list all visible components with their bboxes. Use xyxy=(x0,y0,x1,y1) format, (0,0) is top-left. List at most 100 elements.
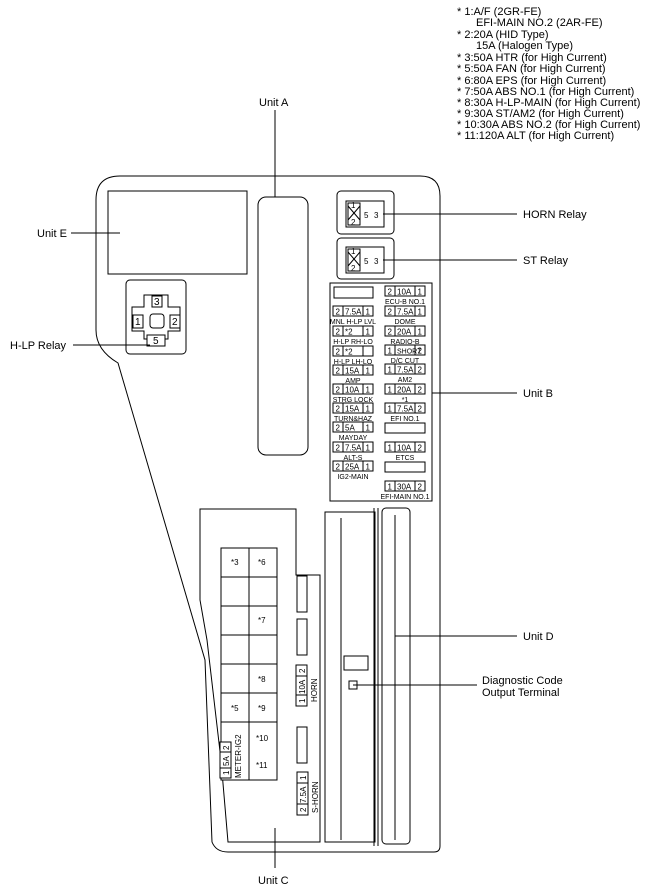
pin-number: 2 xyxy=(336,328,341,337)
pin-number: 1 xyxy=(418,308,423,317)
pin-cell xyxy=(414,402,426,414)
fuse-amp: 7.5A xyxy=(397,405,414,414)
horn-relay-coil xyxy=(347,202,361,226)
fuse-label: EFI NO.1 xyxy=(390,416,419,423)
pin-cell xyxy=(414,363,426,375)
fuse-amp: 5A xyxy=(345,424,355,433)
pin-cell xyxy=(414,285,426,297)
fuse-label: AM2 xyxy=(398,377,413,384)
pin-cell xyxy=(296,771,309,784)
fuse-slot xyxy=(296,618,308,656)
hlp-pin-2 xyxy=(169,314,181,329)
fuse-label: ETCS xyxy=(396,455,415,462)
fuse-label: TURN&HAZ xyxy=(334,416,373,423)
pin-number: 1 xyxy=(351,201,356,210)
hlp-pin-1 xyxy=(132,314,144,329)
fuse-amp: *2 xyxy=(345,348,353,357)
fuse-label: HORN xyxy=(310,678,319,702)
legend-line: * 10:30A ABS NO.2 (for High Current) xyxy=(457,119,640,131)
pin-cell xyxy=(414,344,426,356)
empty-fuse-slot xyxy=(384,422,426,434)
fuse-label: D/C CUT xyxy=(391,358,420,365)
fuse-amp: 10A xyxy=(345,386,360,395)
legend-line: * 2:20A (HID Type) xyxy=(457,29,549,41)
pin-number: 1 xyxy=(418,288,423,297)
empty-fuse-slot xyxy=(384,461,426,473)
pin-cell xyxy=(414,441,426,453)
pin-cell xyxy=(362,305,374,317)
unit-d-right-block xyxy=(381,507,411,845)
fuse-slot xyxy=(296,575,308,613)
pin-number: 3 xyxy=(374,211,379,220)
legend-line: * 8:30A H-LP-MAIN (for High Current) xyxy=(457,97,640,109)
leader-lines xyxy=(71,110,517,868)
legend-line: EFI-MAIN NO.2 (2AR-FE) xyxy=(476,17,603,29)
legend-line: * 1:A/F (2GR-FE) xyxy=(457,6,541,18)
pin-number: 2 xyxy=(336,386,341,395)
fuse-label: S-HORN xyxy=(311,781,320,813)
fuse-amp: SHORT xyxy=(397,349,422,356)
st-relay-label: ST Relay xyxy=(523,255,569,267)
legend-notes: * 1:A/F (2GR-FE) EFI-MAIN NO.2 (2AR-FE) … xyxy=(457,6,640,142)
unit-c-label: Unit C xyxy=(258,875,289,887)
unit-c: *3 *6 *7 *8 *5 *9 *10 *11 1 10A 2 HORN 1… xyxy=(199,508,321,843)
pin-number: 2 xyxy=(351,264,356,273)
pin-cell xyxy=(295,664,308,677)
fuse-label: ECU-B NO.1 xyxy=(385,299,425,306)
fuse-amp: 20A xyxy=(397,386,412,395)
fuse-amp: 7.5A xyxy=(299,786,308,803)
pin-cell xyxy=(414,480,426,492)
unit-e-block xyxy=(107,190,248,275)
legend-line: * 11:120A ALT (for High Current) xyxy=(457,130,614,142)
pin-cell xyxy=(362,421,374,433)
fuse-label: EFI-MAIN NO.1 xyxy=(380,494,429,501)
pin-cell xyxy=(362,325,374,337)
unit-b-outline xyxy=(329,282,433,502)
pin-number: 1 xyxy=(299,775,308,780)
unit-d-label: Unit D xyxy=(523,631,554,643)
pin-number: 1 xyxy=(418,328,423,337)
fuse-amp: 7.5A xyxy=(397,366,414,375)
unit-d-left-block xyxy=(324,511,376,843)
legend-line: 15A (Halogen Type) xyxy=(476,40,573,52)
fuse-label: RADIO-B xyxy=(390,339,420,346)
fuse-amp: 10A xyxy=(397,444,412,453)
pin-number: 1 xyxy=(298,698,307,703)
pin-number: 1 xyxy=(366,463,371,472)
fuse-ref: *10 xyxy=(256,734,269,743)
fuse-amp: 15A xyxy=(345,367,360,376)
pin-number: 2 xyxy=(336,424,341,433)
pin-number: 1 xyxy=(388,444,393,453)
fuse-amp: 30A xyxy=(397,483,412,492)
empty-fuse-slot xyxy=(333,286,374,299)
fuse-amp: 15A xyxy=(345,405,360,414)
pin-number: 1 xyxy=(366,308,371,317)
unit-d-connector xyxy=(343,655,369,671)
pin-number: 1 xyxy=(366,405,371,414)
pin-cell xyxy=(362,441,374,453)
hlp-pin-5 xyxy=(146,334,166,347)
pin-cell xyxy=(362,345,374,357)
pin-cell xyxy=(362,383,374,395)
pin-number: 2 xyxy=(299,807,308,812)
fuse-amp: 25A xyxy=(345,463,360,472)
s-horn-fuse: 2 7.5A 1 S-HORN xyxy=(296,771,320,816)
meter-ig2-fuse: 1 5A 2 METER-IG2 xyxy=(219,734,243,779)
pin-cell xyxy=(362,402,374,414)
pin-cell xyxy=(414,383,426,395)
pin-number: 1 xyxy=(366,386,371,395)
fuse-label: STRG LOCK xyxy=(333,397,374,404)
fuse-label: ALT-S xyxy=(344,455,363,462)
pin-number: 3 xyxy=(154,297,160,308)
